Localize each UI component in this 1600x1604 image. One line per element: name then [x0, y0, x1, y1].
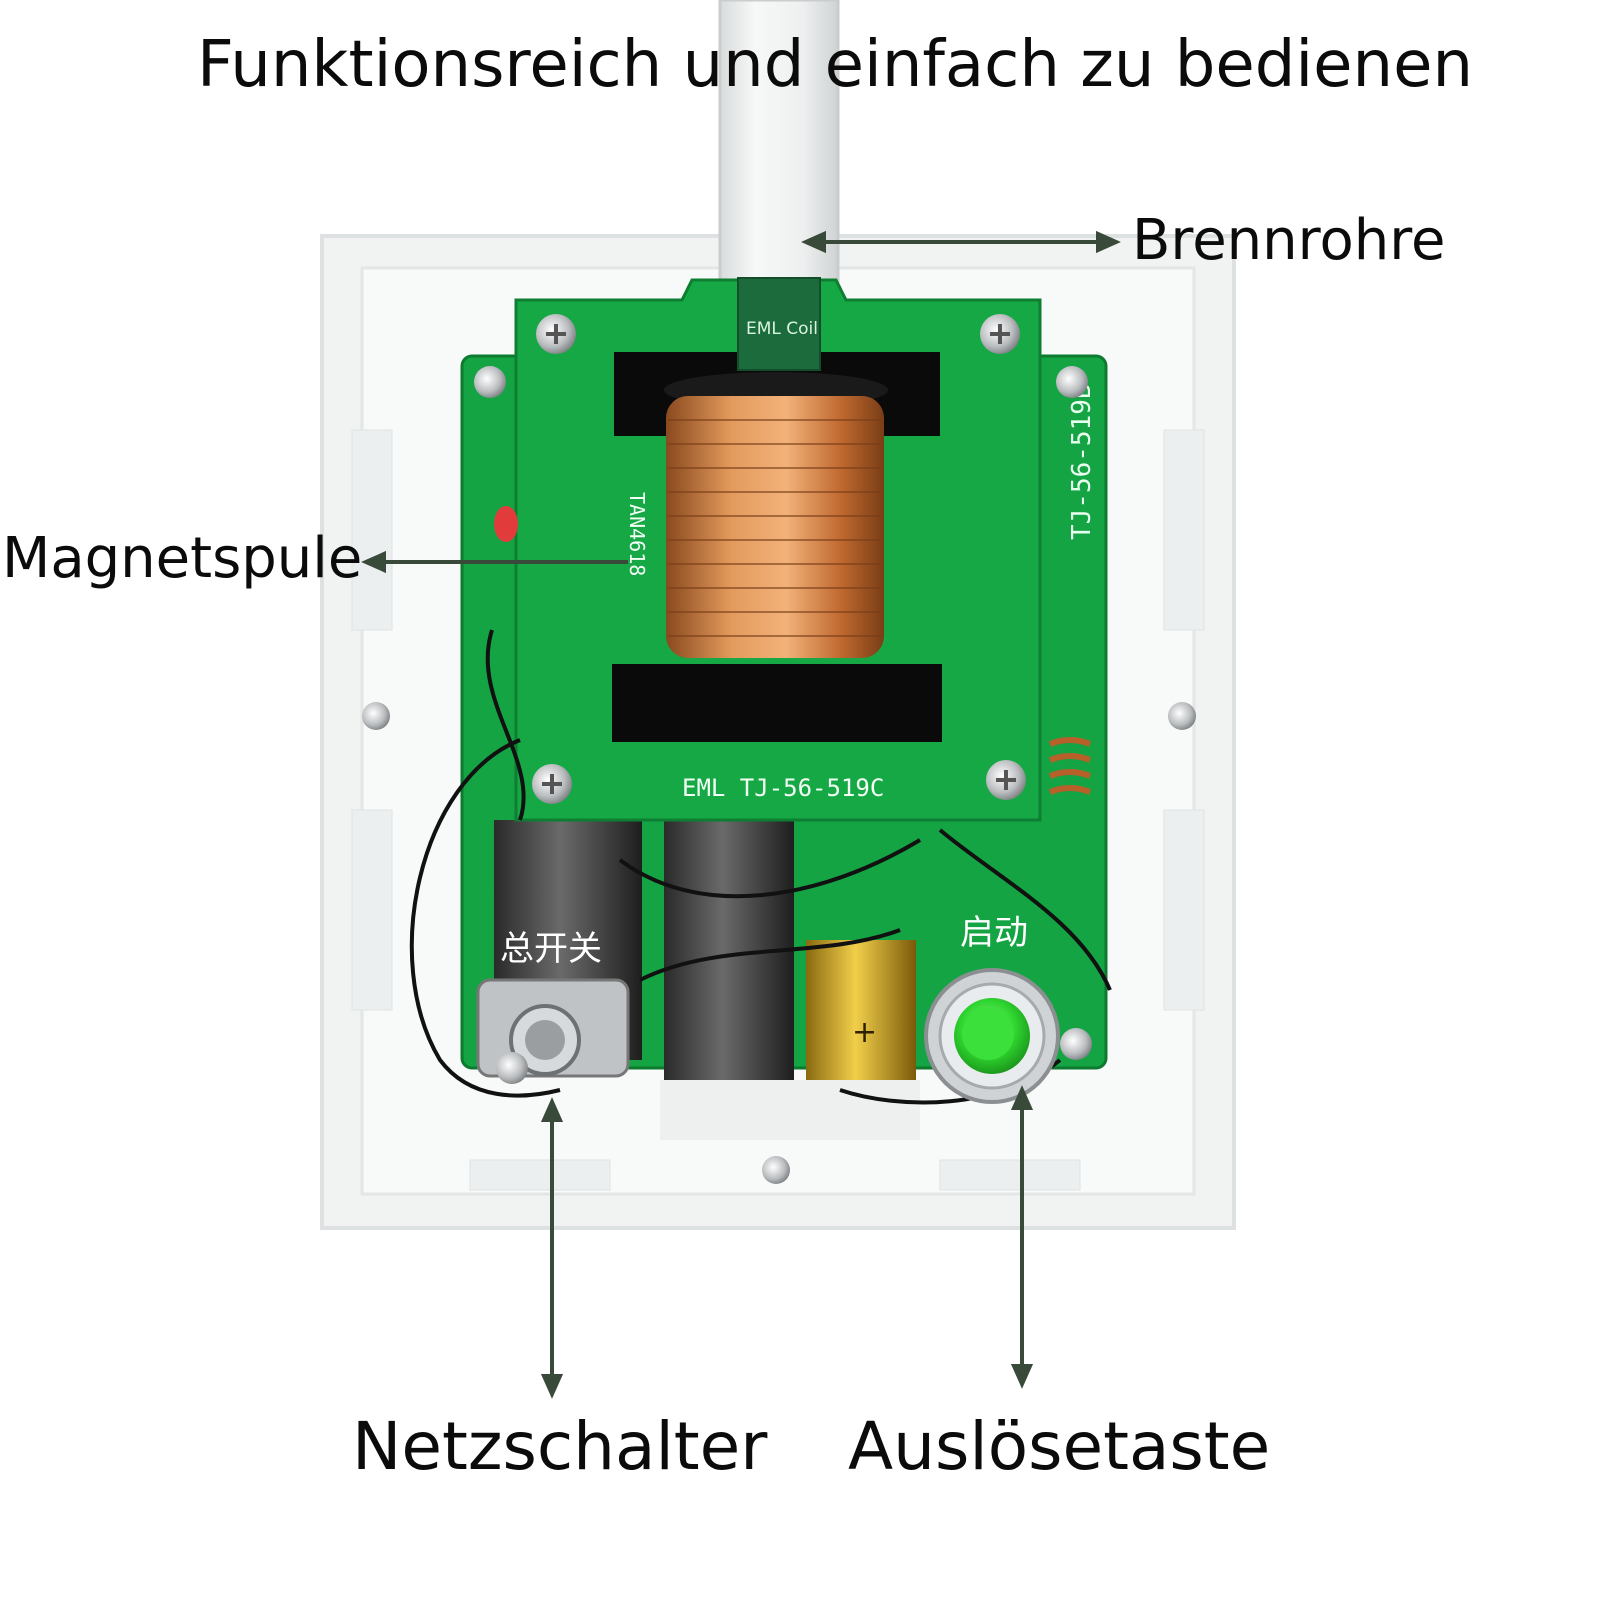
inductor: [1048, 737, 1092, 795]
screw-icon: [362, 314, 1196, 1184]
part-marking: TAN4618: [625, 492, 649, 576]
svg-text:+: +: [852, 1015, 877, 1050]
side-pcb-marking: TJ-56-519B: [1067, 383, 1097, 540]
power-switch: 总开关: [476, 929, 630, 1084]
coil-marking: EML Coil: [746, 319, 818, 339]
callout-power-switch: Netzschalter: [352, 1408, 768, 1485]
callout-coil: Magnetspule: [2, 526, 363, 591]
button-marking: 启动: [960, 913, 1028, 953]
callout-trigger-button: Auslösetaste: [848, 1408, 1271, 1485]
wiring: [409, 629, 1112, 1105]
magnet-coil: EML Coil: [612, 277, 942, 742]
launch-tube: [718, 0, 840, 332]
switch-marking: 总开关: [500, 929, 602, 969]
callout-arrows: [361, 230, 1121, 1399]
headline: Funktionsreich und einfach zu bedienen: [196, 28, 1474, 102]
callout-tube: Brennrohre: [1132, 208, 1446, 273]
top-pcb-marking: EML TJ-56-519C: [682, 774, 884, 802]
led: [494, 506, 518, 542]
trigger-button-photo: 启动: [924, 913, 1060, 1104]
